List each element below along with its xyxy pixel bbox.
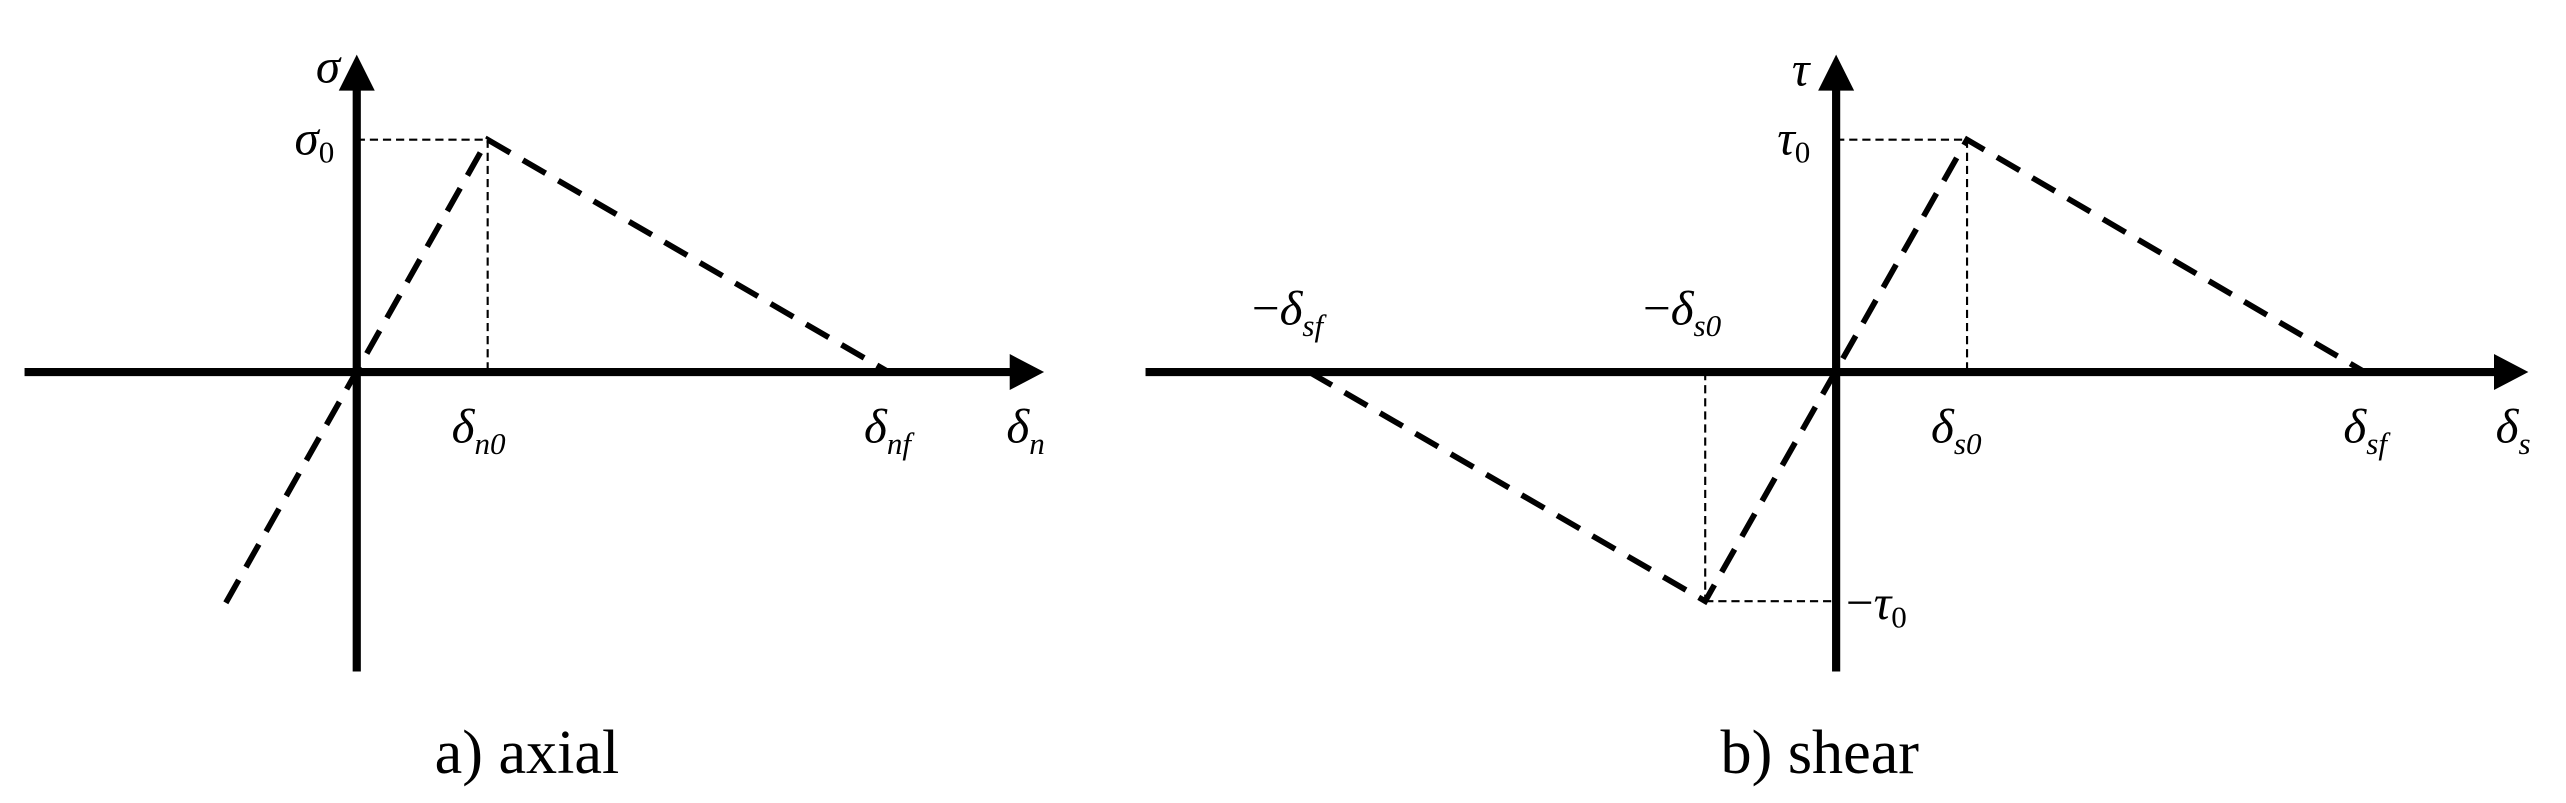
y-axis-arrow-icon bbox=[338, 54, 375, 91]
tick-label-neg-ds0: −δs0 bbox=[1643, 281, 1722, 343]
tick-label-ds0: δs0 bbox=[1931, 398, 1982, 460]
caption-shear: b) shear bbox=[1721, 719, 1920, 787]
y-axis-label: τ bbox=[1792, 42, 1812, 97]
neg-peak-label: −τ0 bbox=[1846, 575, 1907, 634]
y-axis-arrow-icon bbox=[1818, 54, 1855, 91]
tick-label-dnf: δnf bbox=[864, 398, 915, 460]
x-axis-label: δn bbox=[1006, 398, 1044, 460]
tick-label-dsf: δsf bbox=[2343, 398, 2391, 460]
x-axis-arrow-icon bbox=[1009, 354, 1045, 391]
shear-law-curve bbox=[1307, 135, 2367, 606]
x-axis-label: δs bbox=[2496, 398, 2531, 460]
tick-label-dn0: δn0 bbox=[452, 398, 506, 460]
caption-axial: a) axial bbox=[435, 719, 620, 787]
x-axis-arrow-icon bbox=[2493, 354, 2529, 391]
panel-shear: τ τ0 −τ0 −δsf −δs0 δs0 δsf δs b) shear bbox=[1145, 42, 2531, 787]
panel-axial: σ σ0 δn0 δnf δn a) axial bbox=[24, 38, 1045, 787]
peak-label: σ0 bbox=[295, 110, 335, 169]
axial-law-curve bbox=[223, 135, 891, 605]
peak-label: τ0 bbox=[1777, 110, 1810, 169]
y-axis-label: σ bbox=[316, 38, 342, 93]
tick-label-neg-dsf: −δsf bbox=[1252, 281, 1328, 343]
